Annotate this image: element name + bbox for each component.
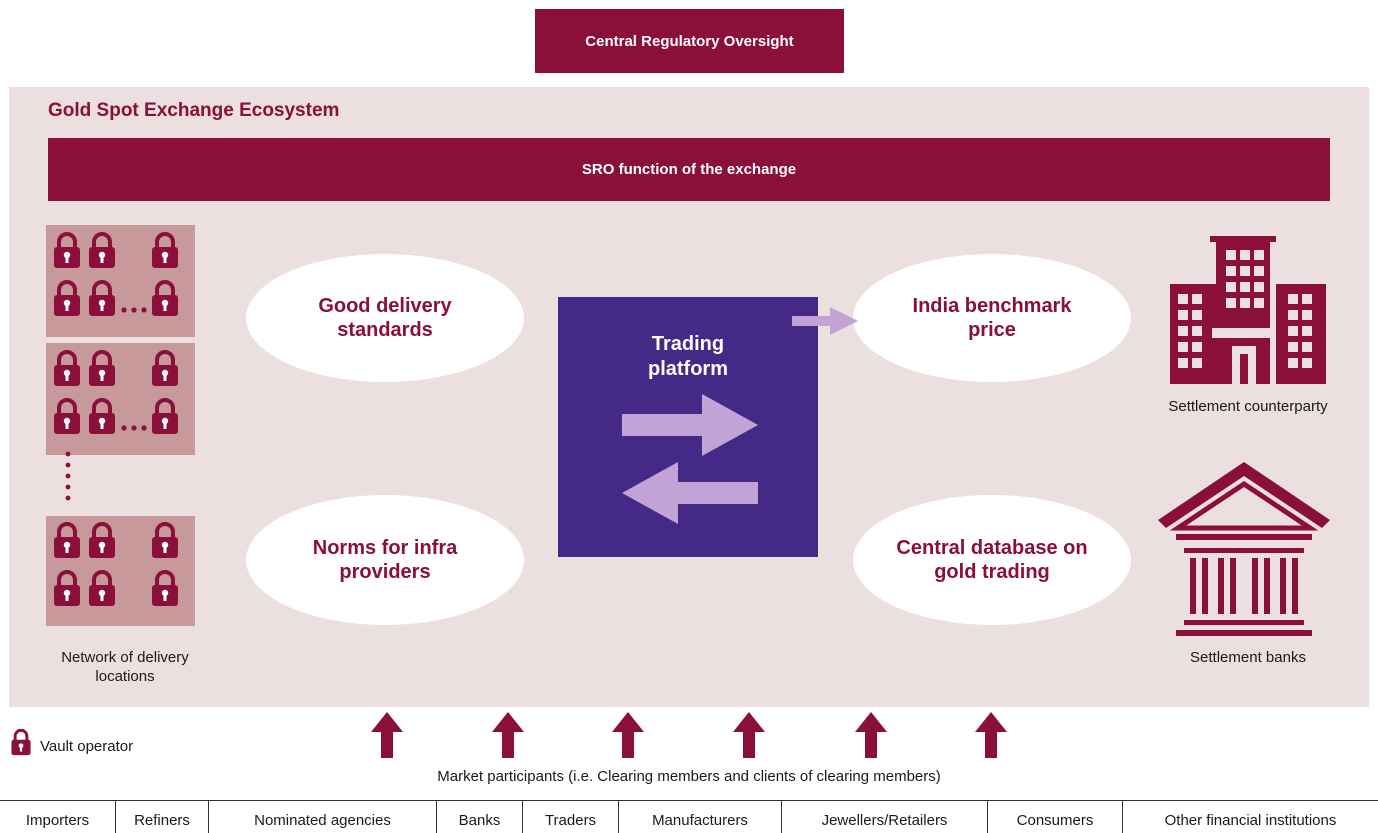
right-arrow-icon	[622, 394, 758, 456]
list-item: Consumers	[987, 801, 1122, 833]
lock-icon	[150, 522, 180, 558]
up-arrow-icon	[975, 712, 1007, 758]
legend-label: Vault operator	[40, 738, 134, 755]
good-delivery-label: Good delivery standards	[318, 295, 452, 341]
benchmark-oval: India benchmark price	[853, 254, 1131, 382]
lock-icon	[52, 522, 82, 558]
participants-list: Importers Refiners Nominated agencies Ba…	[0, 800, 1378, 833]
lock-icon	[150, 350, 180, 386]
up-arrow-icon	[492, 712, 524, 758]
settlement-banks-label: Settlement banks	[1190, 649, 1306, 666]
left-arrow-icon	[622, 462, 758, 524]
list-item: Other financial institutions	[1122, 801, 1378, 833]
up-arrow-icon	[733, 712, 765, 758]
database-label: Central database on gold trading	[896, 537, 1088, 583]
settlement-counterparty-label: Settlement counterparty	[1168, 398, 1328, 415]
lock-icon	[150, 232, 180, 268]
list-item: Nominated agencies	[208, 801, 436, 833]
list-item: Refiners	[115, 801, 208, 833]
norms-label: Norms for infra providers	[312, 537, 458, 583]
good-delivery-oval: Good delivery standards	[246, 254, 524, 382]
benchmark-label: India benchmark price	[912, 295, 1072, 341]
lock-icon	[87, 280, 117, 316]
bank-icon	[1158, 462, 1330, 636]
vertical-ellipsis-dots	[65, 451, 71, 501]
building-icon	[1170, 236, 1326, 384]
list-item: Traders	[522, 801, 618, 833]
central-regulatory-oversight-box: Central Regulatory Oversight	[535, 9, 844, 73]
lock-icon	[52, 232, 82, 268]
oversight-label: Central Regulatory Oversight	[585, 32, 794, 50]
lock-icon	[52, 570, 82, 606]
lock-icon	[87, 350, 117, 386]
up-arrow-icon	[371, 712, 403, 758]
lock-icon	[150, 398, 180, 434]
sro-bar: SRO function of the exchange	[48, 138, 1330, 201]
lock-icon	[150, 280, 180, 316]
lock-icon	[87, 522, 117, 558]
delivery-network-label: Network of delivery locations	[61, 649, 189, 685]
up-arrow-icon	[855, 712, 887, 758]
list-item: Manufacturers	[618, 801, 781, 833]
benchmark-arrow-icon	[792, 307, 858, 335]
list-item: Importers	[25, 812, 90, 829]
lock-icon	[87, 398, 117, 434]
database-oval: Central database on gold trading	[853, 495, 1131, 625]
ellipsis-dots	[121, 307, 147, 313]
norms-oval: Norms for infra providers	[246, 495, 524, 625]
sro-label: SRO function of the exchange	[581, 161, 797, 178]
ellipsis-dots	[121, 425, 147, 431]
list-item: Banks	[436, 801, 522, 833]
lock-icon	[52, 280, 82, 316]
list-item: Jewellers/Retailers	[781, 801, 987, 833]
trading-platform-text: Trading platform	[648, 333, 728, 380]
lock-icon	[10, 726, 32, 758]
lock-icon	[87, 232, 117, 268]
up-arrow-icon	[612, 712, 644, 758]
ecosystem-title: Gold Spot Exchange Ecosystem	[48, 100, 340, 121]
lock-icon	[52, 398, 82, 434]
lock-icon	[52, 350, 82, 386]
market-participants-caption: Market participants (i.e. Clearing membe…	[437, 768, 941, 785]
lock-icon	[87, 570, 117, 606]
lock-icon	[150, 570, 180, 606]
trading-platform-label: Trading platform	[558, 332, 818, 382]
